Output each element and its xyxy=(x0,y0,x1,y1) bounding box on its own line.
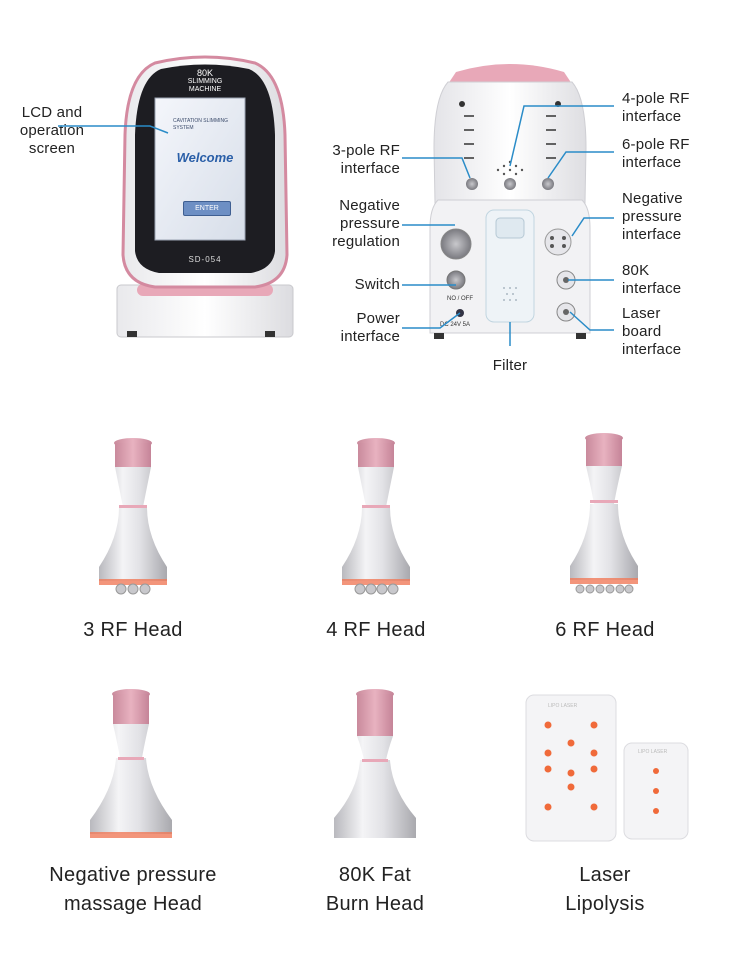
brand-line-1: 80K xyxy=(196,68,213,78)
label-negative-pressure-regulation: Negative pressure regulation xyxy=(300,197,400,251)
label-neg-int-line-1: Negative xyxy=(622,190,683,207)
label-neg-int-line-2: pressure xyxy=(622,208,682,225)
label-neg-reg-line-1: Negative xyxy=(339,197,400,214)
caption-4rf-line-1: 4 RF Head xyxy=(326,619,426,641)
front-device-body xyxy=(116,55,294,338)
brand-text: 80K SLIMMING MACHINE xyxy=(155,69,255,94)
label-6-pole-rf: 6-pole RF interface xyxy=(622,136,722,172)
head-80k-image xyxy=(334,689,416,838)
label-80k-interface: 80K interface xyxy=(622,262,722,298)
label-neg-int-line-3: interface xyxy=(622,226,682,243)
label-80k-line-1: 80K xyxy=(622,262,650,279)
front-leader-line xyxy=(58,125,169,134)
brand-line-2: SLIMMING xyxy=(187,78,223,85)
label-4-pole-rf-line-2: interface xyxy=(622,108,682,125)
label-lcd-line-3: screen xyxy=(28,140,76,157)
caption-3rf-line-1: 3 RF Head xyxy=(83,619,183,641)
caption-laser-line-1: Laser xyxy=(579,864,631,886)
caption-4rf-head: 4 RF Head xyxy=(296,616,456,645)
caption-3rf-head: 3 RF Head xyxy=(53,616,213,645)
caption-negative-pressure-head: Negative pressure massage Head xyxy=(23,861,243,919)
label-filter: Filter xyxy=(492,357,528,374)
label-laser-line-2: board xyxy=(622,323,662,340)
label-negative-pressure-interface: Negative pressure interface xyxy=(622,190,722,244)
caption-80k-head: 80K Fat Burn Head xyxy=(285,861,465,919)
label-lcd-line-1: LCD and xyxy=(21,104,83,121)
back-device-body xyxy=(429,64,591,339)
label-neg-reg-line-3: regulation xyxy=(332,233,400,250)
back-device: NO / OFF DC 24V 5A xyxy=(420,58,600,343)
front-device: 80K SLIMMING MACHINE CAVITATION SLIMMING… xyxy=(115,55,295,340)
label-switch: Switch xyxy=(354,276,400,293)
label-power-line-2: interface xyxy=(340,328,400,345)
enter-button[interactable]: ENTER xyxy=(183,201,231,216)
head-3rf xyxy=(95,437,171,607)
label-laser-board-interface: Laser board interface xyxy=(622,305,722,359)
label-4-pole-rf: 4-pole RF interface xyxy=(622,90,722,126)
label-6-pole-rf-line-1: 6-pole RF xyxy=(622,136,690,153)
label-6-pole-rf-line-2: interface xyxy=(622,154,682,171)
switch-text: NO / OFF xyxy=(447,296,473,302)
caption-laser-line-2: Lipolysis xyxy=(565,893,645,915)
head-negative-pressure-image xyxy=(90,689,172,838)
model-label: SD-054 xyxy=(188,255,222,264)
screen-small-text: CAVITATION SLIMMING SYSTEM xyxy=(173,118,243,132)
head-negative-pressure xyxy=(86,688,176,843)
label-3-pole-rf: 3-pole RF interface xyxy=(300,142,400,178)
screen-caption-1: CAVITATION SLIMMING xyxy=(173,118,229,124)
brand-line-3: MACHINE xyxy=(188,86,222,93)
caption-laser-lipolysis: Laser Lipolysis xyxy=(525,861,685,919)
label-3-pole-rf-line-2: interface xyxy=(340,160,400,177)
caption-80k-line-2: Burn Head xyxy=(325,893,425,915)
label-laser-line-1: Laser xyxy=(622,305,661,322)
label-80k-line-2: interface xyxy=(622,280,682,297)
head-4rf xyxy=(338,437,414,607)
welcome-text: Welcome xyxy=(176,150,234,165)
caption-neg-line-2: massage Head xyxy=(63,893,203,915)
laser-pads: LIPO LASER LIPO LASER xyxy=(525,694,696,845)
caption-neg-line-1: Negative pressure xyxy=(49,864,217,886)
back-leader-lines xyxy=(402,105,614,346)
label-4-pole-rf-line-1: 4-pole RF xyxy=(622,90,690,107)
label-laser-line-3: interface xyxy=(622,341,682,358)
laser-pad-label-1: LIPO LASER xyxy=(548,703,578,709)
caption-80k-line-1: 80K Fat xyxy=(338,864,412,886)
caption-6rf-head: 6 RF Head xyxy=(525,616,685,645)
label-neg-reg-line-2: pressure xyxy=(340,215,400,232)
head-80k xyxy=(330,688,420,843)
label-power-interface: Power interface xyxy=(300,310,400,346)
head-3rf-image xyxy=(99,438,167,595)
label-power-line-1: Power xyxy=(356,310,400,327)
caption-6rf-line-1: 6 RF Head xyxy=(555,619,655,641)
head-4rf-image xyxy=(342,438,410,595)
head-6rf-image xyxy=(570,433,638,594)
laser-pads-image xyxy=(525,694,689,842)
label-3-pole-rf-line-1: 3-pole RF xyxy=(332,142,400,159)
power-text: DC 24V 5A xyxy=(440,322,471,328)
screen-caption-2: SYSTEM xyxy=(173,125,194,131)
laser-pad-label-2: LIPO LASER xyxy=(638,749,668,755)
head-6rf xyxy=(566,432,642,607)
